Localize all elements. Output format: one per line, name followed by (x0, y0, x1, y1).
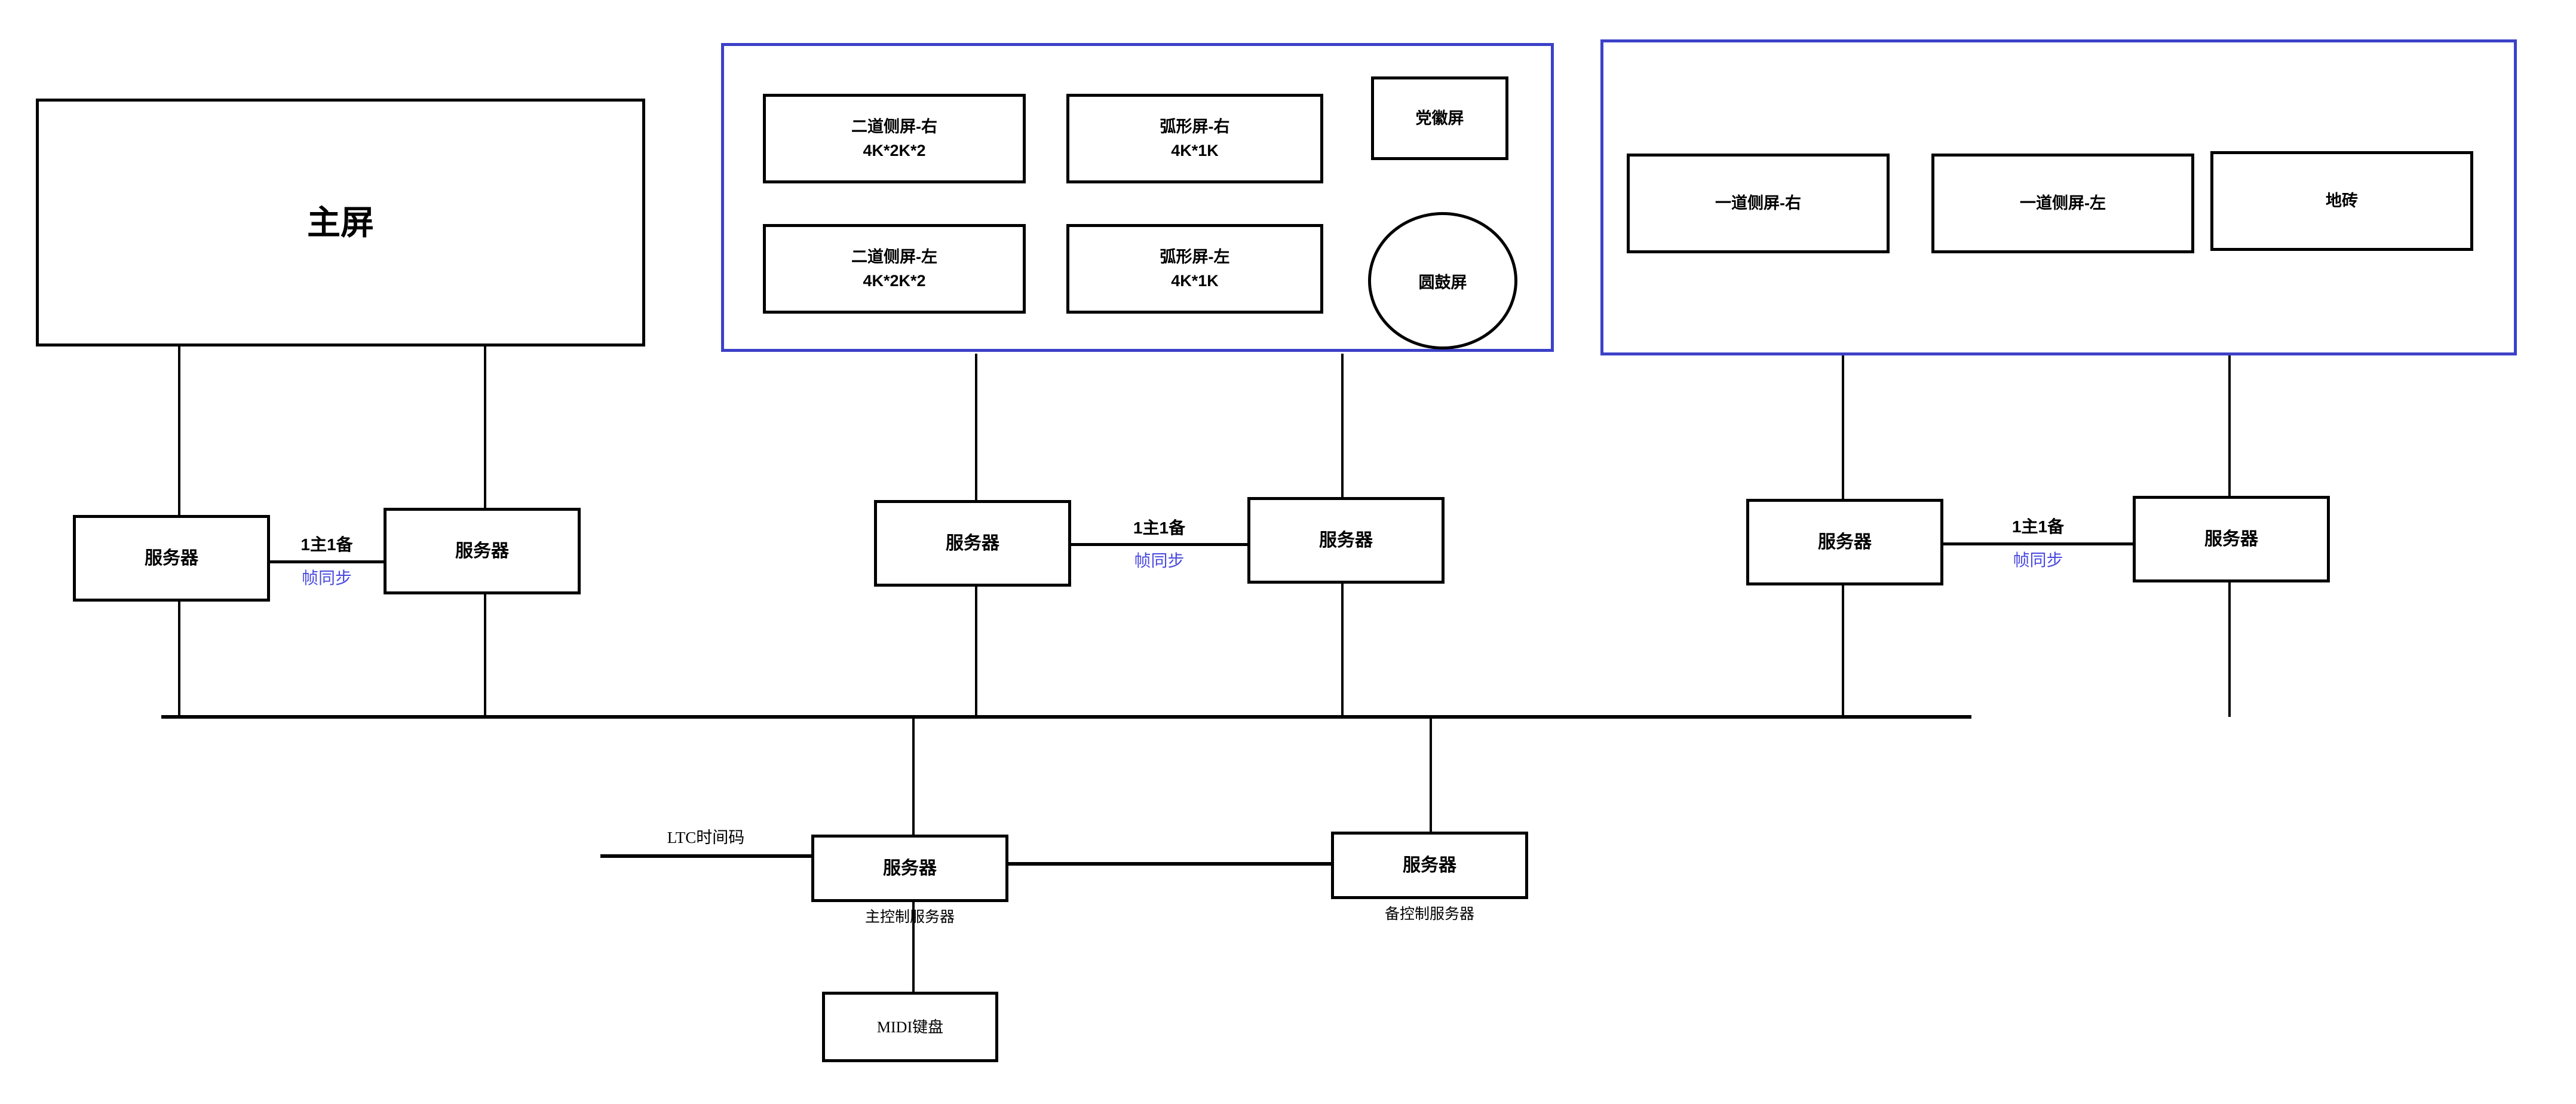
second-side-screen-left-box[interactable]: 二道侧屏-左 4K*2K*2 (763, 224, 1026, 314)
left-backup-server-label: 服务器 (455, 541, 509, 561)
first-side-screen-left-box[interactable]: 一道侧屏-左 (1931, 154, 2194, 253)
right-pair-sync-label: 帧同步 (2013, 551, 2063, 570)
connector-middlegroup-to-server-a (975, 354, 977, 500)
middle-primary-server-label: 服务器 (946, 533, 999, 553)
connector-right-primary-to-bus (1842, 585, 1844, 717)
left-pair-mode-label: 1主1备 (300, 535, 353, 554)
midi-keyboard-label: MIDI键盘 (876, 1018, 944, 1036)
middle-server-pair-link (1071, 543, 1247, 546)
backup-control-server-caption: 备控制服务器 (1384, 906, 1474, 922)
connector-bus-to-backup-control-server (1430, 717, 1432, 835)
first-side-screen-left-label: 一道侧屏-左 (2020, 194, 2106, 213)
left-server-pair-link (270, 560, 384, 563)
middle-primary-server-box[interactable]: 服务器 (874, 500, 1071, 587)
left-pair-sync-label: 帧同步 (301, 569, 352, 588)
second-side-screen-right-res: 4K*2K*2 (863, 142, 926, 160)
connector-middlegroup-to-server-b (1341, 354, 1344, 497)
control-servers-link (1008, 862, 1331, 866)
ltc-timecode-label: LTC时间码 (667, 829, 745, 847)
right-pair-mode-label: 1主1备 (2011, 517, 2065, 536)
left-primary-server-box[interactable]: 服务器 (73, 515, 270, 602)
right-backup-server-box[interactable]: 服务器 (2133, 496, 2330, 582)
round-drum-screen-shape[interactable]: 圆鼓屏 (1368, 212, 1517, 349)
connector-rightgroup-to-server-b (2228, 355, 2231, 496)
connector-rightgroup-to-server-a (1842, 355, 1844, 499)
backup-control-server-label: 服务器 (1403, 855, 1456, 875)
first-side-screen-right-label: 一道侧屏-右 (1715, 194, 1801, 213)
second-side-screen-left-label: 二道侧屏-左 (851, 247, 937, 266)
middle-screen-group-box (721, 43, 1554, 352)
party-emblem-screen-box[interactable]: 党徽屏 (1371, 76, 1508, 160)
second-side-screen-left-res: 4K*2K*2 (863, 272, 926, 290)
ltc-timecode-line (600, 854, 811, 858)
middle-backup-server-box[interactable]: 服务器 (1247, 497, 1445, 584)
right-primary-server-box[interactable]: 服务器 (1746, 499, 1943, 585)
curved-screen-left-box[interactable]: 弧形屏-左 4K*1K (1066, 224, 1323, 314)
right-server-pair-link (1943, 542, 2133, 545)
connector-middle-primary-to-bus (975, 587, 977, 717)
main-screen-box[interactable]: 主屏 (36, 99, 645, 346)
backup-control-server-box[interactable]: 服务器 (1331, 832, 1528, 899)
system-bus-line (161, 715, 1971, 719)
connector-mainscreen-to-server-b (484, 346, 486, 508)
middle-pair-mode-label: 1主1备 (1133, 519, 1186, 537)
connector-main-control-to-midi (912, 902, 915, 992)
middle-backup-server-label: 服务器 (1319, 530, 1373, 550)
main-screen-label: 主屏 (307, 203, 374, 241)
left-primary-server-label: 服务器 (145, 548, 198, 568)
main-control-server-caption: 主控制服务器 (864, 909, 955, 925)
floor-tile-screen-box[interactable]: 地砖 (2210, 151, 2473, 251)
connector-mainscreen-to-server-a (178, 346, 180, 515)
floor-tile-screen-label: 地砖 (2326, 192, 2358, 210)
curved-screen-right-res: 4K*1K (1171, 142, 1219, 160)
right-primary-server-label: 服务器 (1818, 532, 1872, 552)
second-side-screen-right-box[interactable]: 二道侧屏-右 4K*2K*2 (763, 94, 1026, 183)
midi-keyboard-box[interactable]: MIDI键盘 (822, 992, 998, 1062)
curved-screen-right-label: 弧形屏-右 (1160, 117, 1230, 136)
left-backup-server-box[interactable]: 服务器 (384, 508, 581, 594)
party-emblem-screen-label: 党徽屏 (1415, 109, 1464, 127)
round-drum-screen-label: 圆鼓屏 (1418, 273, 1467, 292)
main-control-server-box[interactable]: 服务器 (811, 835, 1008, 902)
first-side-screen-right-box[interactable]: 一道侧屏-右 (1627, 154, 1890, 253)
second-side-screen-right-label: 二道侧屏-右 (851, 117, 937, 136)
connector-right-backup-to-bus (2228, 582, 2231, 717)
connector-middle-backup-to-bus (1341, 584, 1344, 717)
right-backup-server-label: 服务器 (2204, 529, 2258, 549)
curved-screen-left-res: 4K*1K (1171, 272, 1219, 290)
middle-pair-sync-label: 帧同步 (1134, 552, 1185, 571)
curved-screen-right-box[interactable]: 弧形屏-右 4K*1K (1066, 94, 1323, 183)
connector-bus-to-main-control-server (912, 717, 915, 835)
connector-left-primary-to-bus (178, 602, 180, 717)
main-control-server-label: 服务器 (883, 858, 937, 878)
right-screen-group-box (1600, 39, 2517, 355)
curved-screen-left-label: 弧形屏-左 (1160, 247, 1230, 266)
connector-left-backup-to-bus (484, 594, 486, 717)
